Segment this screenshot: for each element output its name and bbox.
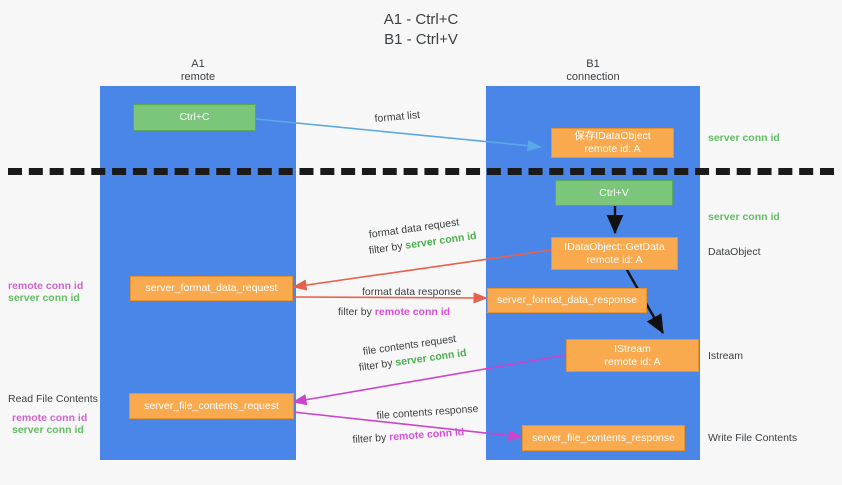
node-ctrl-v-label: Ctrl+V [599,186,629,199]
label-istream: Istream [708,350,744,362]
node-server-format-data-request[interactable]: server_format_data_request [130,276,293,301]
label-server-conn-id-top: server conn id [708,132,780,144]
lane-header-b1-subtitle: connection [566,71,620,83]
annotation-file-contents-response-filter-key: remote conn id [388,426,465,444]
node-ctrl-c[interactable]: Ctrl+C [133,104,256,131]
node-server-file-contents-response-label: server_file_contents_response [531,431,675,444]
node-istream-sublabel: remote id: A [604,355,661,368]
annotation-format-data-response: format data response [362,286,462,298]
node-getdata-sublabel: remote id: A [586,253,643,266]
annotation-format-list: format list [374,109,421,125]
label-server-conn-id-mid: server conn id [708,211,780,223]
phase-divider [8,168,834,175]
label-dataobject: DataObject [708,246,761,258]
annotation-format-data-response-filter-prefix: filter by [338,306,375,318]
node-server-format-data-response-label: server_format_data_response [496,294,638,306]
annotation-format-data-response-filter: filter by remote conn id [338,305,450,319]
label-write-file-contents: Write File Contents [708,432,798,444]
annotation-format-data-response-filter-key: remote conn id [374,306,451,318]
node-server-file-contents-request[interactable]: server_file_contents_request [129,393,294,419]
node-server-format-data-response[interactable]: server_format_data_response [487,288,647,313]
node-idataobject-store-label: 保存IDataObject [574,130,651,142]
node-getdata[interactable]: IDataObject::GetData remote id: A [551,237,678,270]
lane-header-a1-subtitle: remote [180,71,216,83]
label-read-file-contents: Read File Contents [8,393,98,405]
node-server-file-contents-response[interactable]: server_file_contents_response [522,425,685,451]
annotation-file-contents-response: file contents response [376,402,479,422]
node-idataobject-store-sublabel: remote id: A [584,143,641,155]
node-istream-label: IStream [614,342,651,355]
lane-header-b1-title: B1 [586,58,600,70]
label-remote-conn-id-2: remote conn id [12,412,88,424]
node-getdata-label: IDataObject::GetData [564,240,665,253]
annotation-file-contents-response-filter-prefix: filter by [352,431,390,446]
annotation-file-contents-response-filter: filter by remote conn id [352,425,465,447]
node-istream[interactable]: IStream remote id: A [566,339,699,372]
node-ctrl-v[interactable]: Ctrl+V [555,180,673,206]
lane-header-a1-title: A1 [191,58,205,70]
annotation-file-contents-request-filter-prefix: filter by [358,356,397,374]
node-server-file-contents-request-label: server_file_contents_request [144,399,279,412]
label-server-conn-id-2: server conn id [12,424,84,436]
label-server-conn-id-1: server conn id [8,292,80,304]
node-server-format-data-request-label: server_format_data_request [145,282,278,294]
label-remote-conn-id-1: remote conn id [8,280,84,292]
lane-header-a1: A1 remote [100,58,296,84]
node-idataobject-store[interactable]: 保存IDataObject remote id: A [551,128,674,158]
page-title: A1 - Ctrl+C B1 - Ctrl+V [383,11,459,48]
node-ctrl-c-label: Ctrl+C [179,111,210,123]
annotation-format-data-request-filter-prefix: filter by [368,239,407,257]
lane-header-b1: B1 connection [486,58,700,84]
